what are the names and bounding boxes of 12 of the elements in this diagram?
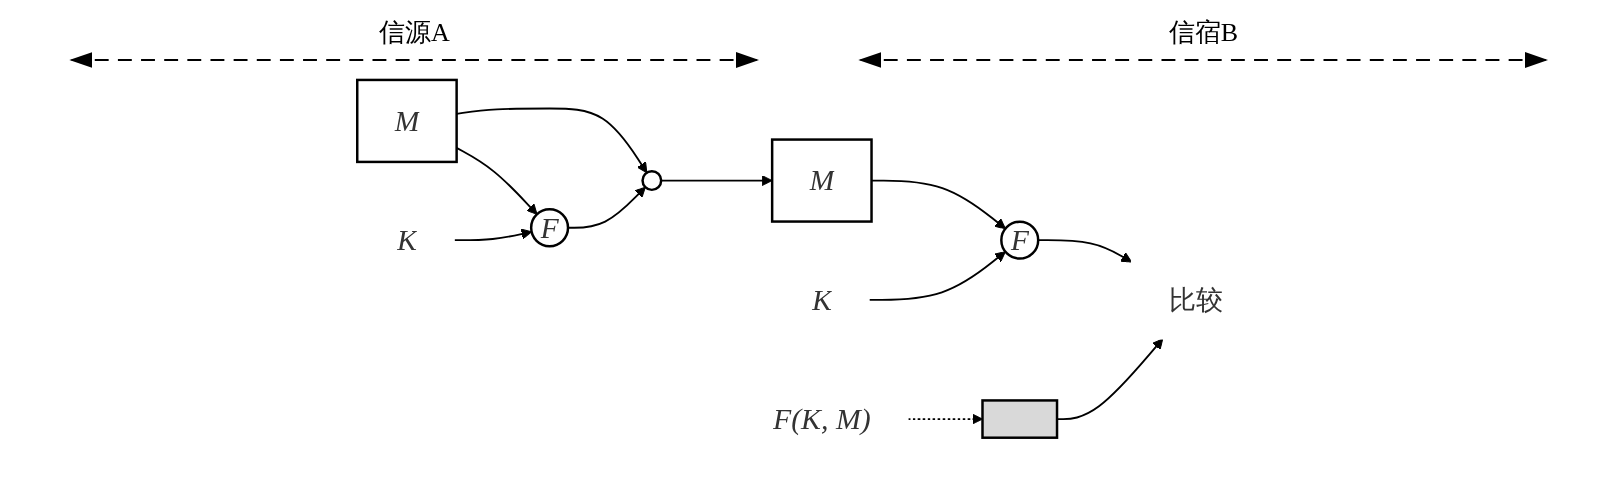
node-box xyxy=(981,399,1059,439)
section-label: 信宿B xyxy=(1168,17,1239,49)
node-circle xyxy=(641,170,663,192)
arrow xyxy=(660,175,773,186)
node-circle: F xyxy=(1000,220,1040,260)
arrow xyxy=(1037,239,1133,263)
section-label: 信源A xyxy=(379,17,450,49)
arrow xyxy=(907,413,983,425)
node-text: 比较 xyxy=(1168,284,1224,316)
arrow xyxy=(567,186,646,229)
node-text: F(K, M) xyxy=(772,402,871,436)
node-circle: F xyxy=(529,208,570,248)
